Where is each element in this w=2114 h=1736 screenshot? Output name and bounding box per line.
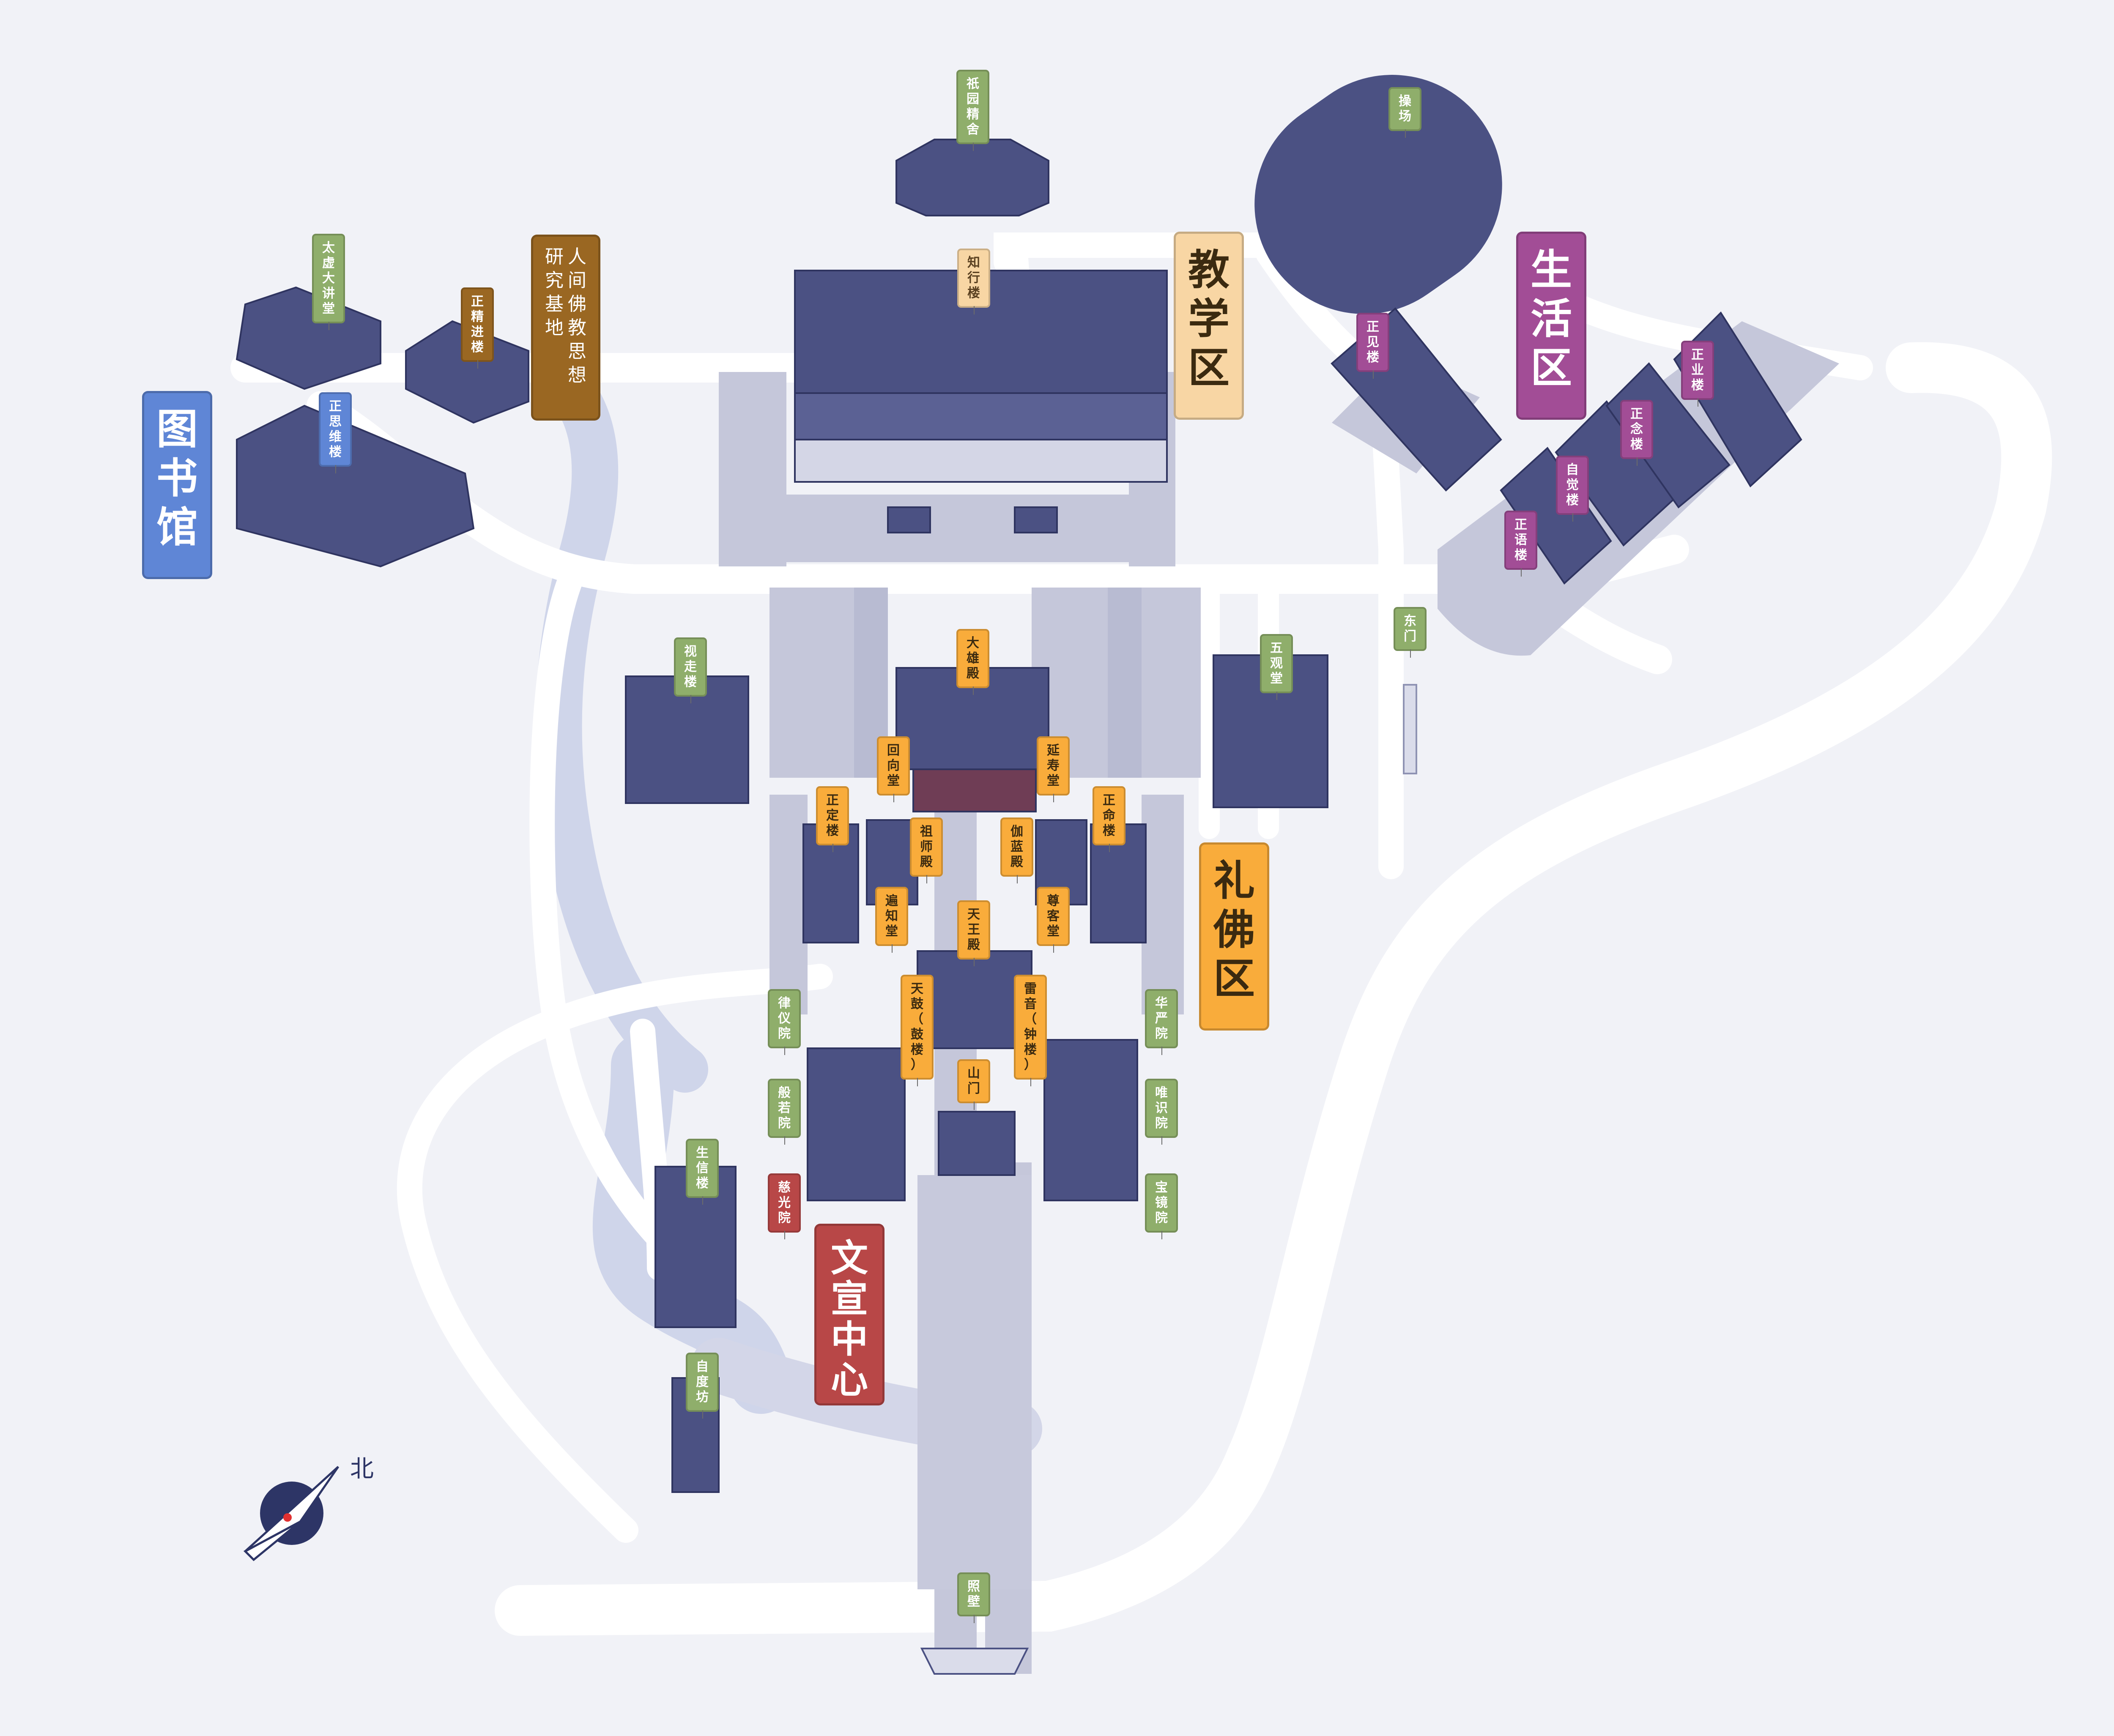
buildings bbox=[235, 139, 1802, 1493]
label-zhengjian[interactable]: 正见楼 bbox=[1356, 313, 1389, 379]
label-daxiong[interactable]: 大雄殿 bbox=[956, 629, 989, 695]
label-zhengyu[interactable]: 正语楼 bbox=[1504, 511, 1537, 577]
zone-library-label[interactable]: 图书馆 bbox=[142, 391, 212, 579]
label-zunke[interactable]: 尊客堂 bbox=[1037, 887, 1070, 953]
label-wuguan[interactable]: 五观堂 bbox=[1260, 634, 1293, 700]
label-leiyin[interactable]: 雷音（钟楼） bbox=[1014, 975, 1047, 1086]
compass-north-label: 北 bbox=[350, 1455, 374, 1483]
label-baojing[interactable]: 宝镜院 bbox=[1145, 1173, 1178, 1239]
label-weishi[interactable]: 唯识院 bbox=[1145, 1079, 1178, 1145]
label-zhike[interactable]: 遍知堂 bbox=[875, 887, 908, 953]
label-zhengming[interactable]: 正命楼 bbox=[1093, 786, 1125, 852]
label-taixu[interactable]: 太虚大讲堂 bbox=[312, 234, 345, 330]
label-zhengding[interactable]: 正定楼 bbox=[816, 786, 849, 852]
label-bore[interactable]: 般若院 bbox=[768, 1079, 801, 1145]
research-base-label[interactable]: 人间佛教思想 研究基地 bbox=[531, 235, 600, 421]
river-branch bbox=[592, 1033, 793, 1414]
label-zhengsiwei[interactable]: 正思维楼 bbox=[319, 392, 352, 473]
label-caochang[interactable]: 操场 bbox=[1388, 87, 1421, 138]
zone-living-label[interactable]: 生活区 bbox=[1516, 232, 1586, 420]
label-qielan[interactable]: 伽蓝殿 bbox=[1000, 817, 1033, 883]
east-gate-post bbox=[1403, 684, 1417, 774]
zone-wenxuan-label[interactable]: 文宣中心 bbox=[814, 1224, 884, 1405]
label-zidu[interactable]: 自度坊 bbox=[686, 1353, 719, 1419]
label-yanshou[interactable]: 延寿堂 bbox=[1037, 736, 1070, 802]
label-zhengnian[interactable]: 正念楼 bbox=[1620, 400, 1653, 466]
label-zhengye[interactable]: 正业楼 bbox=[1681, 341, 1714, 407]
label-shengxin[interactable]: 生信楼 bbox=[686, 1139, 719, 1205]
label-ciguang[interactable]: 慈光院 bbox=[768, 1173, 801, 1239]
sports-field bbox=[1254, 75, 1502, 314]
zone-worship-label[interactable]: 礼佛区 bbox=[1199, 842, 1269, 1031]
compass-icon bbox=[243, 1466, 340, 1561]
label-shanmen[interactable]: 山门 bbox=[957, 1059, 990, 1110]
zone-teaching-label[interactable]: 教学区 bbox=[1174, 232, 1244, 420]
label-zijue[interactable]: 自觉楼 bbox=[1556, 456, 1589, 522]
label-qiyuan[interactable]: 祇园精舍 bbox=[956, 70, 989, 151]
central-plazas bbox=[719, 372, 1201, 1675]
label-luyi[interactable]: 律仪院 bbox=[768, 989, 801, 1055]
label-shizhi[interactable]: 视走楼 bbox=[674, 637, 707, 703]
label-zushi[interactable]: 祖师殿 bbox=[910, 817, 943, 883]
label-dongmen[interactable]: 东门 bbox=[1394, 607, 1427, 658]
label-tianwang[interactable]: 天王殿 bbox=[957, 900, 990, 966]
label-tiangu[interactable]: 天鼓（鼓楼） bbox=[901, 975, 934, 1086]
label-huayan[interactable]: 华严院 bbox=[1145, 989, 1178, 1055]
label-zhixing[interactable]: 知行楼 bbox=[957, 249, 990, 314]
label-huixiang[interactable]: 回向堂 bbox=[877, 736, 910, 802]
label-zhengjing[interactable]: 正精进楼 bbox=[461, 287, 494, 369]
label-zhaobi[interactable]: 照壁 bbox=[957, 1572, 990, 1623]
